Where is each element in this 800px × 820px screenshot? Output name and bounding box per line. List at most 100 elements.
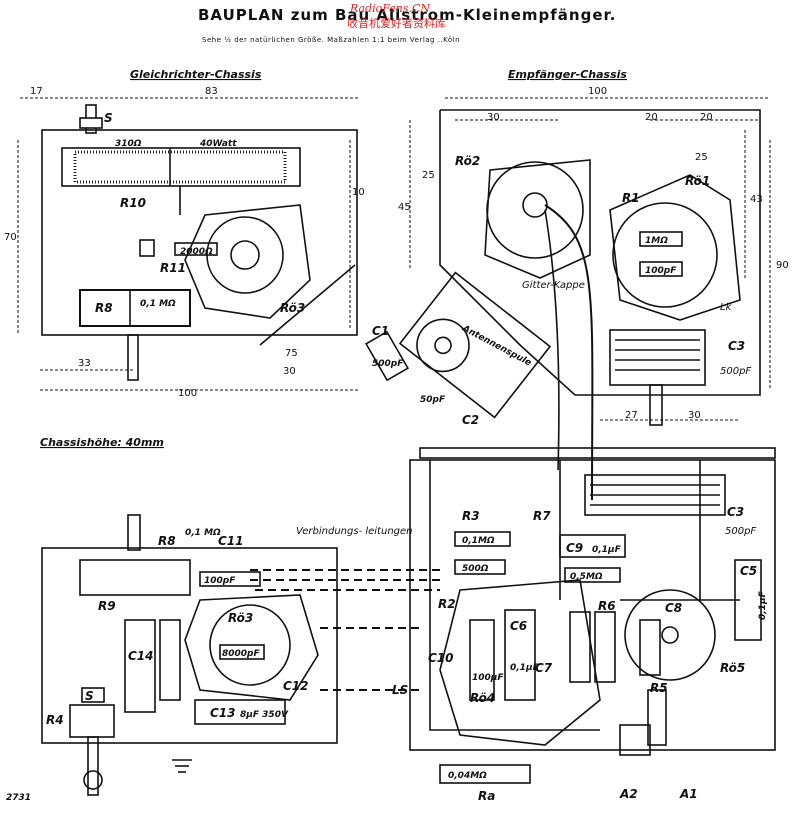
label-rg: R8 (158, 534, 176, 548)
dim-100-top: 100 (588, 86, 607, 97)
tube-ro2-socket (484, 159, 591, 279)
antenna-coil (398, 271, 552, 419)
rg-box (79, 559, 191, 596)
r-05 (564, 567, 621, 583)
label-r11: R11 (160, 261, 186, 275)
dim-20a: 20 (645, 112, 658, 123)
label-lk: Lk (720, 302, 733, 313)
dim-70: 70 (4, 232, 17, 243)
label-c14: C14 (128, 649, 154, 663)
switch-s-lower (69, 704, 115, 738)
label-c13: C13 (210, 706, 236, 720)
dim-10: 10 (352, 187, 365, 198)
label-c5: C5 (740, 564, 757, 578)
dim-25-left: 25 (422, 170, 435, 181)
r-500 (454, 559, 506, 575)
label-r2: R2 (438, 597, 456, 611)
dim-25: 25 (695, 152, 708, 163)
label-s-lower: S (85, 689, 94, 703)
label-c-8000: 8000pF (222, 649, 260, 659)
dim-30-top: 30 (487, 112, 500, 123)
label-r5: R5 (650, 681, 668, 695)
label-r-05: 0,5MΩ (570, 572, 603, 582)
c-100pf (639, 261, 683, 277)
ra-resistor (439, 764, 531, 784)
label-r-2000: 2000Ω (180, 247, 213, 257)
watermark-url: RadioFans.CN (350, 2, 430, 15)
label-c9: C9 (566, 541, 583, 555)
c3-lower-variable (584, 474, 726, 516)
label-ro1: Rö1 (685, 174, 710, 188)
label-c3b-val: 500pF (725, 526, 756, 537)
label-c13-val: 8μF 350V (240, 710, 289, 720)
label-r3: R3 (462, 509, 480, 523)
label-s: S (104, 111, 113, 125)
label-c10: C10 (428, 651, 454, 665)
tube-ro4-socket (439, 579, 601, 746)
label-ro5: Rö5 (720, 661, 745, 675)
label-ra-val: 0,04MΩ (448, 771, 487, 781)
rectifier-chassis-heading: Gleichrichter-Chassis (130, 68, 262, 81)
label-ro2: Rö2 (455, 154, 480, 168)
r3-resistor (454, 531, 511, 547)
label-c8: C8 (665, 601, 682, 615)
label-r-500: 500Ω (462, 564, 489, 574)
tube-ro5 (624, 589, 716, 681)
label-c9-val: 0,1μF (592, 545, 622, 555)
label-ro4: Rö4 (470, 691, 495, 705)
label-r-1mohm: 1MΩ (645, 236, 668, 246)
label-r7: R7 (533, 509, 551, 523)
label-r-310: 310Ω (115, 139, 142, 149)
label-c11: C11 (218, 534, 244, 548)
c1-capacitor (365, 330, 409, 382)
resistor-2000 (174, 242, 218, 256)
label-a1: A1 (679, 787, 698, 801)
connecting-wires (250, 569, 440, 691)
label-ro3-lower: Rö3 (228, 611, 253, 625)
label-c2: C2 (462, 413, 479, 427)
chassis-height-heading: Chassishöhe: 40mm (40, 436, 164, 449)
dim-30: 30 (283, 366, 296, 377)
label-drawing-number: 2731 (6, 793, 31, 803)
receiver-chassis-outline (439, 109, 761, 396)
c3-variable-capacitor (609, 329, 706, 386)
label-r4: R4 (46, 713, 64, 727)
dim-27: 27 (625, 410, 638, 421)
c14b-capacitor (159, 619, 181, 701)
label-c-50pf: 50pF (420, 395, 446, 405)
label-c-100pf-lower: 100pF (204, 576, 236, 586)
label-c7: C7 (535, 661, 553, 675)
label-c5-val: 0,1μF (758, 590, 768, 620)
receiver-chassis-heading: Empfänger-Chassis (508, 68, 627, 81)
lower-left-chassis (41, 547, 338, 744)
r8-box (79, 289, 191, 327)
dim-17: 17 (30, 86, 43, 97)
tube-ro3-socket (184, 204, 311, 319)
receiver-chassis (365, 97, 771, 501)
label-c6-val: 0,1μF (510, 663, 540, 673)
dim-33: 33 (78, 358, 91, 369)
label-r8-val: 0,1 MΩ (140, 299, 176, 309)
label-c6: C6 (510, 619, 527, 633)
dim-43: 43 (750, 194, 763, 205)
lower-receiver-assembly (409, 447, 776, 784)
c14-capacitor (124, 619, 156, 713)
label-c3-lower: C3 (727, 505, 744, 519)
r5-resistor (647, 689, 667, 746)
dim-30-bot: 30 (688, 410, 701, 421)
label-c3-val: 500pF (720, 366, 751, 377)
label-ls: LS (392, 683, 408, 697)
rectifier-chassis (17, 97, 360, 391)
rectifier-shaft (127, 334, 139, 381)
dim-100: 100 (178, 388, 197, 399)
label-rg-val: 0,1 MΩ (185, 528, 221, 538)
page-title: BAUPLAN zum Bau Allstrom-Kleinempfänger. (198, 6, 617, 24)
dim-83: 83 (205, 86, 218, 97)
tube-ro3-lower-socket (184, 594, 319, 701)
rectifier-chassis-outline (41, 129, 358, 336)
label-ro3: Rö3 (280, 301, 305, 315)
page-subtitle: Sehe ½ der natürlichen Größe. Maßzahlen … (202, 36, 461, 44)
label-r3-val: 0,1MΩ (462, 536, 495, 546)
label-r9: R9 (98, 599, 116, 613)
label-ra: Ra (478, 789, 495, 803)
